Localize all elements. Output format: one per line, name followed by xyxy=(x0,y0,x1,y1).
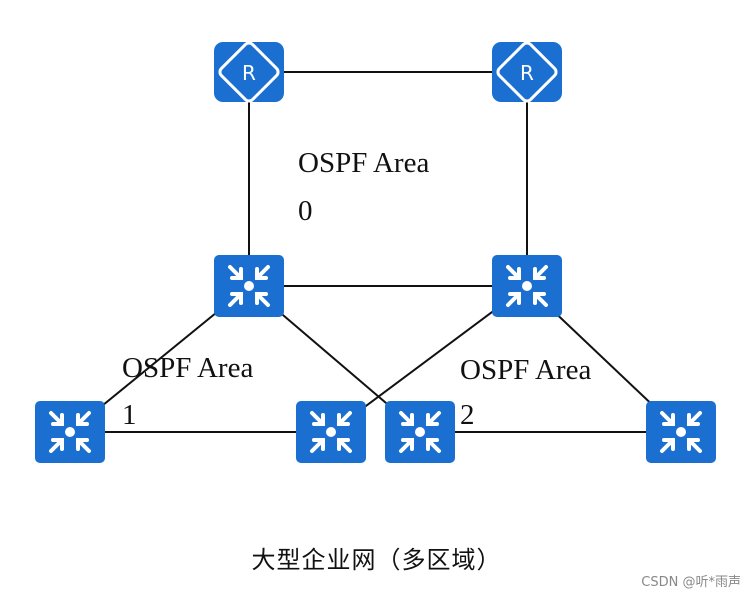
diagram-caption: 大型企业网（多区域） xyxy=(251,546,502,574)
watermark: CSDN @听*雨声 xyxy=(641,575,741,590)
router-left: R xyxy=(214,39,284,105)
router-right: R xyxy=(492,39,562,105)
area1-label-line2: 1 xyxy=(122,399,137,431)
area0-label-line1: OSPF Area xyxy=(298,147,429,179)
access-switch-1 xyxy=(35,401,105,463)
area1-label-line1: OSPF Area xyxy=(122,352,253,384)
area2-label-line1: OSPF Area xyxy=(460,354,591,386)
access-switch-4 xyxy=(646,401,716,463)
core-switch-left xyxy=(214,255,284,317)
access-switch-2 xyxy=(296,401,366,463)
router-label: R xyxy=(242,61,256,85)
router-label: R xyxy=(520,61,534,85)
access-switch-3 xyxy=(385,401,455,463)
core-switch-right xyxy=(492,255,562,317)
area0-label-line2: 0 xyxy=(298,195,313,227)
area2-label-line2: 2 xyxy=(460,399,475,431)
